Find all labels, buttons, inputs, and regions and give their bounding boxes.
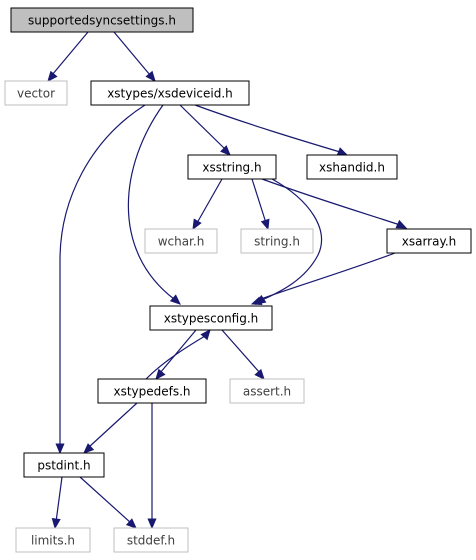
node-xsstring[interactable]: xsstring.h	[187, 154, 277, 180]
node-wchar: wchar.h	[144, 228, 218, 254]
edge-xsdeviceid-to-xstypesconfig	[127, 104, 181, 305]
edge-xsdeviceid-to-pstdint	[55, 104, 146, 455]
edge-xstypesconfig-to-xstypedefs	[155, 329, 197, 380]
node-box	[240, 228, 314, 254]
edge-line	[251, 178, 267, 224]
edge-arrowhead	[254, 368, 265, 380]
edge-xsarray-to-xstypesconfig	[250, 252, 396, 306]
edge-arrowhead	[169, 294, 181, 305]
node-box	[10, 7, 194, 33]
node-label: pstdint.h	[37, 459, 90, 473]
edge-line	[145, 335, 206, 380]
node-string: string.h	[240, 228, 314, 254]
edge-pstdint-to-stddef	[79, 476, 137, 529]
edge-line	[261, 178, 323, 301]
edge-xstypedefs-to-xstypesconfig	[145, 329, 211, 380]
edge-arrowhead	[147, 518, 157, 530]
edge-line	[127, 104, 175, 300]
edge-arrowhead	[336, 147, 349, 156]
edge-arrowhead	[51, 518, 61, 530]
edge-arrowhead	[395, 219, 408, 229]
node-assert: assert.h	[229, 378, 305, 404]
edge-line	[79, 476, 132, 524]
edge-arrowhead	[260, 218, 270, 231]
node-box	[144, 228, 218, 254]
edge-supportedsyncsettings-to-vector	[47, 31, 89, 82]
node-label: xshandid.h	[319, 161, 385, 175]
edge-line	[179, 104, 226, 150]
edge-line	[159, 329, 197, 374]
edge-arrowhead	[145, 70, 156, 82]
nodes-layer: supportedsyncsettings.h vector xstypes/xsd…	[4, 7, 472, 553]
node-label: assert.h	[243, 385, 291, 399]
node-pstdint[interactable]: pstdint.h	[23, 452, 105, 478]
edge-xstypesconfig-to-assert	[221, 329, 265, 380]
edge-line	[59, 104, 146, 447]
edge-line	[51, 31, 89, 76]
node-vector: vector	[4, 80, 68, 106]
node-box	[113, 527, 189, 553]
node-xsdeviceid[interactable]: xstypes/xsdeviceid.h	[90, 80, 250, 106]
edges-layer	[47, 31, 408, 530]
node-box	[97, 378, 207, 404]
edge-arrowhead	[192, 218, 202, 231]
edge-arrowhead	[47, 70, 58, 82]
edge-pstdint-to-limits	[51, 476, 63, 530]
edge-arrowhead	[250, 296, 263, 306]
edge-xstypedefs-to-pstdint	[83, 402, 138, 454]
edge-xsstring-to-xsarray	[261, 178, 408, 229]
node-box	[306, 154, 398, 180]
edge-xsdeviceid-to-xshandid	[194, 104, 349, 156]
node-label: vector	[17, 87, 55, 101]
edge-xsstring-to-wchar	[192, 178, 223, 231]
node-stddef: stddef.h	[113, 527, 189, 553]
edge-supportedsyncsettings-to-xsdeviceid	[113, 31, 156, 82]
node-box	[15, 527, 91, 553]
node-label: xstypesconfig.h	[164, 312, 259, 326]
edge-arrowhead	[200, 329, 211, 341]
node-xshandid[interactable]: xshandid.h	[306, 154, 398, 180]
node-label: xsstring.h	[202, 161, 261, 175]
node-box	[149, 305, 273, 331]
edge-arrowhead	[55, 443, 65, 455]
node-xstypesconfig[interactable]: xstypesconfig.h	[149, 305, 273, 331]
node-xsarray[interactable]: xsarray.h	[386, 228, 472, 254]
edge-xsstring-to-string	[251, 178, 270, 231]
node-label: wchar.h	[158, 235, 205, 249]
node-supportedsyncsettings[interactable]: supportedsyncsettings.h	[10, 7, 194, 33]
edge-line	[221, 329, 261, 374]
node-label: supportedsyncsettings.h	[28, 14, 176, 28]
edge-arrowhead	[125, 518, 137, 529]
edge-line	[88, 402, 138, 448]
node-box	[386, 228, 472, 254]
node-box	[187, 154, 277, 180]
node-limits: limits.h	[15, 527, 91, 553]
node-label: string.h	[254, 235, 300, 249]
edge-arrowhead	[220, 145, 231, 156]
node-box	[229, 378, 305, 404]
edge-xstypedefs-to-stddef	[147, 403, 157, 530]
edge-line	[261, 178, 401, 226]
node-label: limits.h	[31, 534, 75, 548]
edge-arrowhead	[155, 368, 166, 380]
node-label: stddef.h	[127, 534, 175, 548]
edge-line	[113, 31, 151, 76]
edge-line	[257, 252, 396, 301]
node-label: xstypedefs.h	[113, 385, 190, 399]
node-label: xsarray.h	[402, 235, 457, 249]
edge-line	[55, 476, 63, 523]
edge-arrowhead	[83, 443, 95, 454]
edge-line	[196, 178, 223, 224]
node-xstypedefs[interactable]: xstypedefs.h	[97, 378, 207, 404]
edge-xsdeviceid-to-xsstring	[179, 104, 231, 156]
node-box	[90, 80, 250, 106]
node-box	[4, 80, 68, 106]
node-box	[23, 452, 105, 478]
node-label: xstypes/xsdeviceid.h	[107, 87, 233, 101]
edge-line	[194, 104, 341, 153]
